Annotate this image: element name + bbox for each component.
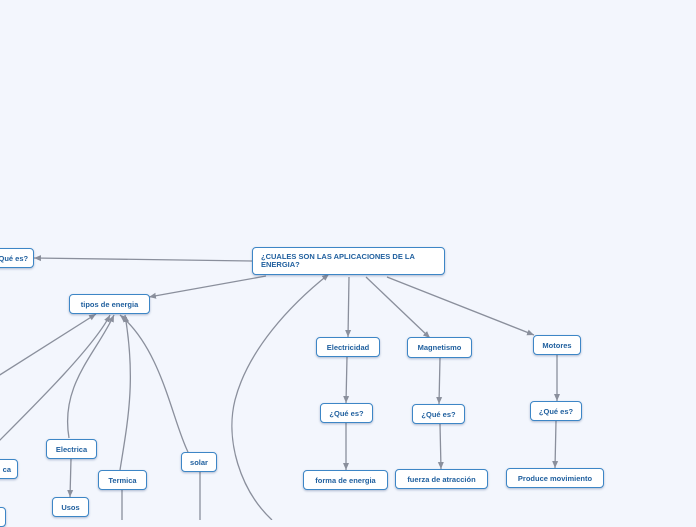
usos-node[interactable]: Usos: [52, 497, 89, 517]
edge-main-to-que-es-left: [33, 255, 253, 262]
electrica-node[interactable]: Electrica: [46, 439, 97, 459]
partial-bottom-left-node[interactable]: [0, 507, 6, 527]
electricidad-node[interactable]: Electricidad: [316, 337, 380, 357]
edge-main-to-tipos: [148, 275, 267, 299]
edge-electricidad-to-que-es: [343, 356, 350, 404]
edge-main-to-motores: [386, 276, 535, 336]
edge-offscreen-c-to-main: [231, 273, 330, 520]
edge-termica-to-tipos: [119, 314, 131, 471]
edge-solar-to-tipos: [119, 314, 189, 453]
motores-node[interactable]: Motores: [533, 335, 581, 355]
que-es-left-node[interactable]: ¿Qué es?: [0, 248, 34, 268]
solar-node[interactable]: solar: [181, 452, 217, 472]
edge-electrica-to-usos: [67, 458, 74, 498]
fuerza-de-atraccion-node[interactable]: fuerza de atracción: [395, 469, 488, 489]
magnetismo-node[interactable]: Magnetismo: [407, 337, 472, 358]
que-es-motores-node[interactable]: ¿Qué es?: [530, 401, 582, 421]
edge-main-to-magnetismo: [365, 276, 431, 339]
tipos-de-energia-node[interactable]: tipos de energia: [69, 294, 150, 314]
central-topic-node[interactable]: ¿CUALES SON LAS APLICACIONES DE LA ENERG…: [252, 247, 445, 275]
edge-electrica-to-tipos: [67, 314, 115, 439]
termica-node[interactable]: Termica: [98, 470, 147, 490]
edge-main-to-electricidad: [345, 276, 352, 338]
que-es-magnetismo-node[interactable]: ¿Qué es?: [412, 404, 465, 424]
produce-movimiento-node[interactable]: Produce movimiento: [506, 468, 604, 488]
edge-magnetismo-to-que-es: [436, 357, 443, 405]
que-es-electricidad-node[interactable]: ¿Qué es?: [320, 403, 373, 423]
edge-offscreen-b-to-tipos: [0, 314, 111, 441]
partial-left-node[interactable]: ca: [0, 459, 18, 479]
edge-que-es-3-to-produce: [552, 420, 559, 469]
forma-de-energia-node[interactable]: forma de energia: [303, 470, 388, 490]
edge-offscreen-a-to-tipos: [0, 313, 97, 376]
edge-que-es-2-to-fuerza: [437, 423, 444, 470]
